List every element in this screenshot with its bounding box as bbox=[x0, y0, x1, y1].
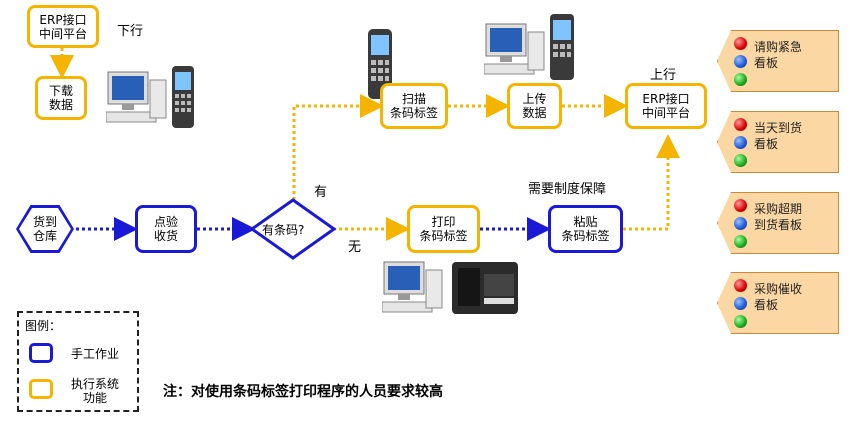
legend-system-label-1: 执行系统 bbox=[71, 377, 120, 391]
green-light-icon bbox=[734, 315, 747, 328]
handheld-scanner-icon bbox=[368, 29, 392, 99]
legend-manual-label: 手工作业 bbox=[71, 347, 120, 361]
legend-system-label-2: 功能 bbox=[83, 391, 108, 405]
downlink-label: 下行 bbox=[117, 24, 144, 39]
board-label: 当天到货 看板 bbox=[754, 121, 803, 151]
legend: 图例： 手工作业 执行系统 功能 bbox=[17, 311, 139, 412]
blue-light-icon bbox=[734, 297, 747, 310]
board-arrive-today: 当天到货 看板 bbox=[717, 111, 839, 173]
green-light-icon bbox=[734, 73, 747, 86]
legend-title: 图例： bbox=[25, 319, 62, 333]
legend-manual-swatch bbox=[29, 343, 53, 363]
computer-and-scanner-icon bbox=[106, 66, 194, 128]
scan-barcode-box: 扫描 条码标签 bbox=[380, 83, 448, 129]
print-label-box: 打印 条码标签 bbox=[407, 205, 480, 253]
blue-light-icon bbox=[734, 217, 747, 230]
erp-interface-box-right: ERP接口 中间平台 bbox=[625, 83, 707, 129]
legend-system-swatch bbox=[29, 379, 53, 399]
has-barcode-label: 有条码? bbox=[262, 223, 305, 237]
green-light-icon bbox=[734, 235, 747, 248]
uplink-label: 上行 bbox=[650, 68, 677, 83]
red-light-icon bbox=[734, 37, 747, 50]
blue-light-icon bbox=[734, 136, 747, 149]
yes-label: 有 bbox=[314, 185, 328, 200]
green-light-icon bbox=[734, 154, 747, 167]
computer-and-printer-icon bbox=[382, 261, 518, 314]
download-data-box: 下载 数据 bbox=[35, 76, 87, 120]
upload-data-box: 上传 数据 bbox=[507, 83, 562, 129]
blue-light-icon bbox=[734, 55, 747, 68]
paste-label-box: 粘贴 条码标签 bbox=[548, 205, 623, 253]
system-guarantee-label: 需要制度保障 bbox=[528, 182, 607, 197]
board-label: 请购紧急 看板 bbox=[754, 40, 803, 70]
no-label: 无 bbox=[348, 240, 362, 255]
erp-interface-box: ERP接口 中间平台 bbox=[27, 5, 99, 48]
computer-and-scanner-icon bbox=[484, 14, 574, 80]
board-urgent-request: 请购紧急 看板 bbox=[717, 30, 839, 92]
red-light-icon bbox=[734, 118, 747, 131]
red-light-icon bbox=[734, 279, 747, 292]
board-label: 采购超期 到货看板 bbox=[754, 202, 803, 232]
board-purchase-reminder: 采购催收 看板 bbox=[717, 272, 839, 334]
check-receive-box: 点验 收货 bbox=[135, 205, 197, 253]
board-label: 采购催收 看板 bbox=[754, 282, 803, 312]
footnote: 注：对使用条码标签打印程序的人员要求较高 bbox=[163, 384, 443, 400]
board-overdue-arrival: 采购超期 到货看板 bbox=[717, 192, 839, 254]
red-light-icon bbox=[734, 199, 747, 212]
